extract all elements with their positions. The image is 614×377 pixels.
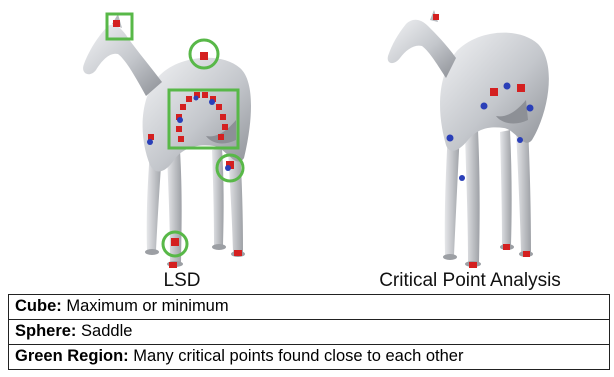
- maximum-or-minimum-marker: [180, 104, 186, 110]
- maximum-or-minimum-marker: [234, 250, 242, 256]
- saddle-marker: [481, 103, 488, 110]
- horse-neck: [388, 20, 456, 78]
- maximum-or-minimum-marker: [200, 52, 208, 60]
- maximum-or-minimum-marker: [186, 96, 192, 102]
- horse-neck: [83, 25, 162, 96]
- legend-cell: Cube: Maximum or minimum: [9, 295, 610, 320]
- horse-leg: [465, 130, 480, 262]
- legend-term: Green Region:: [15, 347, 129, 365]
- legend-row-green-region: Green Region: Many critical points found…: [9, 345, 610, 370]
- legend-row-cube: Cube: Maximum or minimum: [9, 295, 610, 320]
- horse-leg: [500, 130, 512, 245]
- maximum-or-minimum-marker: [113, 20, 120, 27]
- horse-hoof: [212, 244, 226, 250]
- saddle-marker: [517, 137, 523, 143]
- maximum-or-minimum-marker: [176, 126, 182, 132]
- maximum-or-minimum-marker: [216, 104, 222, 110]
- maximum-or-minimum-marker: [469, 262, 477, 268]
- lsd-caption: LSD: [152, 270, 212, 292]
- horse-hoof: [145, 249, 159, 255]
- saddle-marker: [225, 165, 231, 171]
- legend-term: Sphere:: [15, 322, 76, 340]
- maximum-or-minimum-marker: [178, 136, 184, 142]
- maximum-or-minimum-marker: [220, 114, 226, 120]
- critical-point-analysis-caption: Critical Point Analysis: [360, 270, 580, 292]
- maximum-or-minimum-marker: [148, 134, 154, 140]
- maximum-or-minimum-marker: [222, 124, 228, 130]
- legend-row-sphere: Sphere: Saddle: [9, 320, 610, 345]
- horse-leg: [516, 126, 531, 252]
- horse-critical-point-analysis: [388, 10, 549, 267]
- saddle-marker: [194, 96, 199, 101]
- figure-canvas: [0, 0, 614, 300]
- maximum-or-minimum-marker: [218, 134, 224, 140]
- maximum-or-minimum-marker: [523, 251, 530, 257]
- saddle-marker: [504, 83, 511, 90]
- saddle-marker: [177, 117, 183, 123]
- maximum-or-minimum-marker: [202, 92, 208, 98]
- horse-hoof: [443, 254, 457, 260]
- saddle-marker: [147, 139, 153, 145]
- legend-table: Cube: Maximum or minimum Sphere: Saddle …: [8, 294, 610, 370]
- saddle-marker: [447, 135, 454, 142]
- maximum-or-minimum-marker: [503, 244, 510, 250]
- maximum-or-minimum-marker: [517, 84, 525, 92]
- maximum-or-minimum-marker: [433, 14, 439, 20]
- maximum-or-minimum-marker: [169, 262, 177, 268]
- saddle-marker: [527, 105, 534, 112]
- legend-description: Saddle: [81, 322, 132, 340]
- saddle-marker: [209, 99, 215, 105]
- legend-cell: Green Region: Many critical points found…: [9, 345, 610, 370]
- legend-description: Maximum or minimum: [66, 297, 228, 315]
- maximum-or-minimum-marker: [171, 238, 179, 246]
- legend-term: Cube:: [15, 297, 62, 315]
- saddle-marker: [459, 175, 465, 181]
- maximum-or-minimum-marker: [490, 88, 498, 96]
- legend-description: Many critical points found close to each…: [133, 347, 463, 365]
- legend-cell: Sphere: Saddle: [9, 320, 610, 345]
- horse-lsd: [83, 14, 251, 267]
